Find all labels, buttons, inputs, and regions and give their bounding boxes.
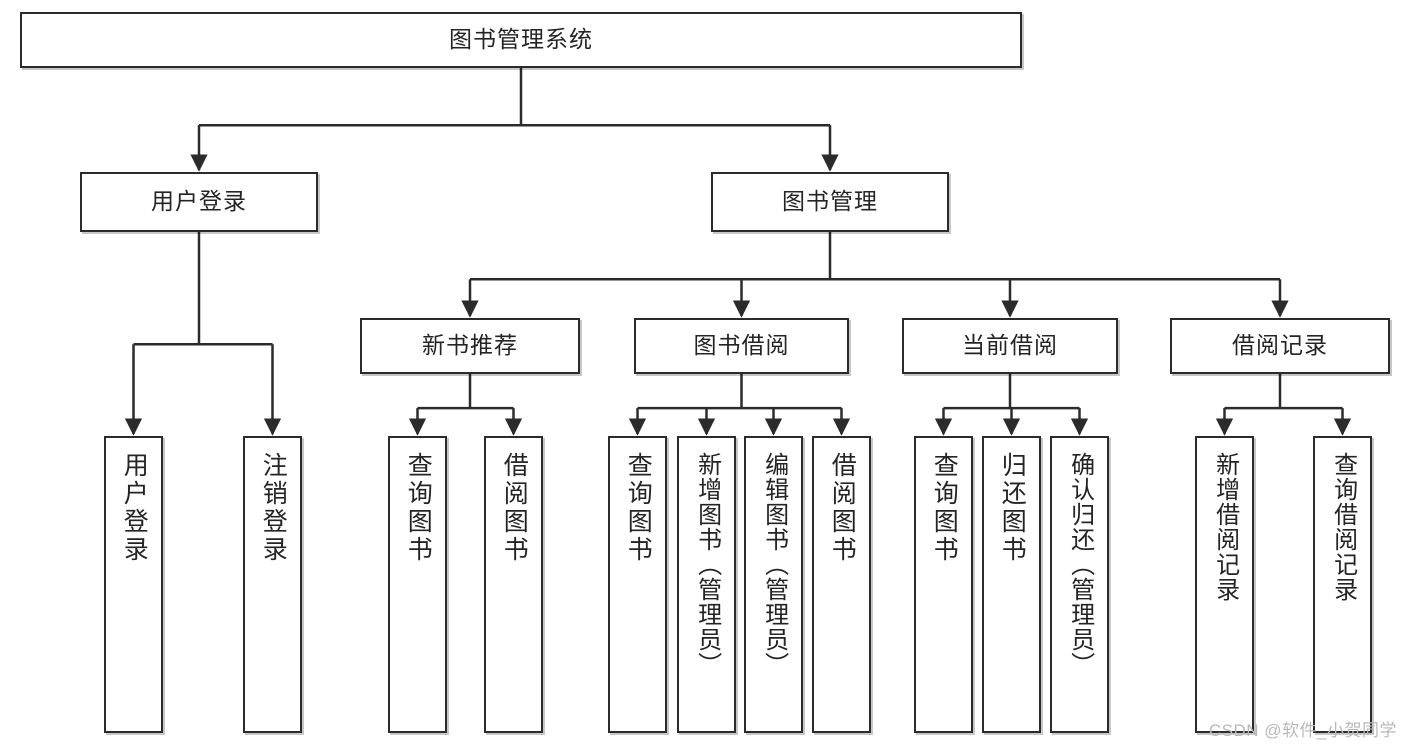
node-label: 查询借阅记录 <box>1329 452 1357 602</box>
node-label: 借阅图书 <box>828 452 857 564</box>
node-borrow_log[interactable]: 借阅记录 <box>1170 318 1390 374</box>
node-leaf_add_log[interactable]: 新增借阅记录 <box>1195 436 1254 733</box>
node-leaf_edit_book[interactable]: 编辑图书（管理员） <box>744 436 803 733</box>
node-cur_borrow[interactable]: 当前借阅 <box>902 318 1118 374</box>
node-label: 用户登录 <box>120 452 149 564</box>
node-label: 新增图书（管理员） <box>693 452 721 677</box>
node-label: 查询图书 <box>930 452 959 564</box>
node-label: 用户登录 <box>151 188 247 215</box>
node-new_book_rec[interactable]: 新书推荐 <box>360 318 580 374</box>
node-label: 查询图书 <box>404 452 433 564</box>
node-leaf_query_book_3[interactable]: 查询图书 <box>914 436 973 733</box>
node-label: 借阅图书 <box>500 452 529 564</box>
node-label: 新书推荐 <box>422 332 518 359</box>
node-leaf_user_login[interactable]: 用户登录 <box>104 436 163 733</box>
node-leaf_return_book[interactable]: 归还图书 <box>982 436 1041 733</box>
node-user_login[interactable]: 用户登录 <box>80 172 318 232</box>
node-label: 当前借阅 <box>962 332 1058 359</box>
node-leaf_query_book_1[interactable]: 查询图书 <box>388 436 447 733</box>
node-leaf_confirm_ret[interactable]: 确认归还（管理员） <box>1050 436 1109 733</box>
node-label: 查询图书 <box>624 452 653 564</box>
node-leaf_query_book_2[interactable]: 查询图书 <box>608 436 667 733</box>
node-root[interactable]: 图书管理系统 <box>20 12 1022 68</box>
node-leaf_logout[interactable]: 注销登录 <box>243 436 302 733</box>
node-leaf_query_log[interactable]: 查询借阅记录 <box>1313 436 1372 733</box>
node-label: 借阅记录 <box>1232 332 1328 359</box>
node-book_manage[interactable]: 图书管理 <box>711 172 949 232</box>
node-label: 归还图书 <box>998 452 1027 564</box>
node-leaf_borrow_book_2[interactable]: 借阅图书 <box>812 436 871 733</box>
node-label: 图书管理 <box>782 188 878 215</box>
node-label: 新增借阅记录 <box>1211 452 1239 602</box>
node-leaf_add_book[interactable]: 新增图书（管理员） <box>677 436 736 733</box>
node-label: 图书管理系统 <box>449 26 593 53</box>
node-label: 编辑图书（管理员） <box>760 452 788 677</box>
node-leaf_borrow_book_1[interactable]: 借阅图书 <box>484 436 543 733</box>
node-label: 注销登录 <box>259 452 288 564</box>
node-book_borrow[interactable]: 图书借阅 <box>634 318 849 374</box>
node-label: 确认归还（管理员） <box>1066 452 1094 677</box>
node-label: 图书借阅 <box>693 332 790 359</box>
watermark: CSDN @软件_小贺同学 <box>1208 721 1397 740</box>
